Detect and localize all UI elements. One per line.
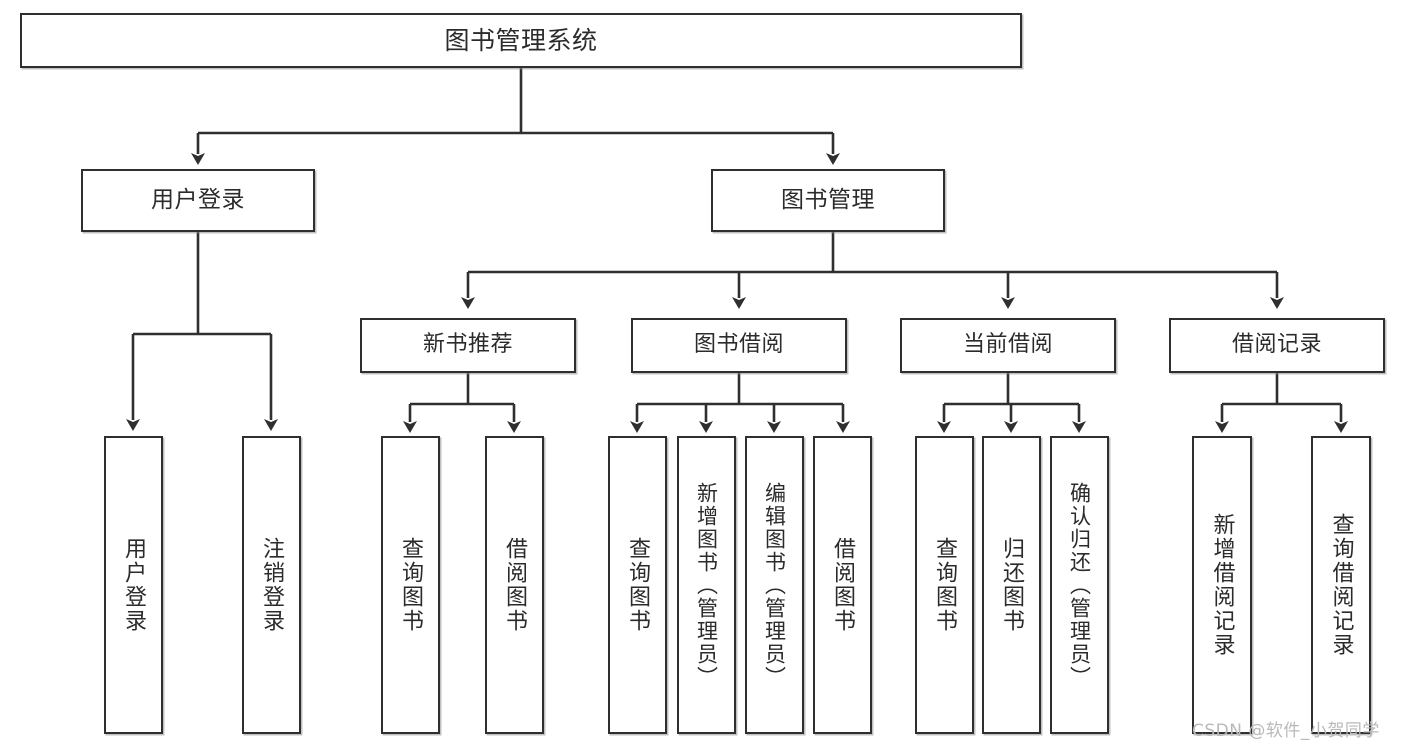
- leaf-record-query-borrow-record[interactable]: 查询借阅记录: [1311, 436, 1371, 734]
- node-label: 借阅记录: [1231, 332, 1322, 358]
- node-label: 借阅图书: [502, 537, 528, 633]
- node-user-login[interactable]: 用户登录: [81, 169, 315, 232]
- node-label: 图书管理系统: [444, 25, 598, 55]
- node-current-borrow[interactable]: 当前借阅: [900, 318, 1116, 373]
- leaf-borrow-borrow-book[interactable]: 借阅图书: [813, 436, 872, 734]
- node-book-borrow[interactable]: 图书借阅: [631, 318, 847, 373]
- node-label: 注销登录: [259, 537, 285, 633]
- leaf-borrow-query-book[interactable]: 查询图书: [608, 436, 667, 734]
- node-label: 归还图书: [999, 537, 1025, 633]
- leaf-borrow-add-book-admin[interactable]: 新增图书（管理员）: [677, 436, 736, 734]
- leaf-current-confirm-return-admin[interactable]: 确认归还（管理员）: [1050, 436, 1109, 734]
- leaf-recommend-borrow-book[interactable]: 借阅图书: [485, 436, 544, 734]
- node-label: 查询图书: [398, 537, 424, 633]
- csdn-watermark: CSDN @软件_小贺同学: [1192, 721, 1380, 741]
- leaf-borrow-edit-book-admin[interactable]: 编辑图书（管理员）: [745, 436, 804, 734]
- leaf-current-query-book[interactable]: 查询图书: [915, 436, 974, 734]
- node-label: 查询图书: [625, 537, 651, 633]
- node-label: 新增借阅记录: [1209, 513, 1235, 657]
- node-book-management[interactable]: 图书管理: [711, 169, 945, 232]
- node-root-system[interactable]: 图书管理系统: [20, 13, 1022, 68]
- leaf-logout[interactable]: 注销登录: [242, 436, 301, 734]
- node-label: 当前借阅: [962, 332, 1053, 358]
- node-label: 用户登录: [151, 186, 245, 213]
- leaf-record-add-borrow-record[interactable]: 新增借阅记录: [1192, 436, 1252, 734]
- node-label: 借阅图书: [830, 537, 856, 633]
- node-label: 编辑图书（管理员）: [762, 481, 787, 689]
- node-label: 新增图书（管理员）: [694, 481, 719, 689]
- node-label: 新书推荐: [422, 332, 513, 358]
- leaf-user-login[interactable]: 用户登录: [104, 436, 163, 734]
- node-borrow-record[interactable]: 借阅记录: [1169, 318, 1385, 373]
- node-label: 确认归还（管理员）: [1067, 481, 1092, 689]
- node-label: 图书借阅: [693, 332, 784, 358]
- leaf-current-return-book[interactable]: 归还图书: [982, 436, 1041, 734]
- node-label: 查询图书: [932, 537, 958, 633]
- node-label: 查询借阅记录: [1328, 513, 1354, 657]
- node-label: 图书管理: [781, 186, 875, 213]
- node-label: 用户登录: [121, 537, 147, 633]
- leaf-recommend-query-book[interactable]: 查询图书: [381, 436, 440, 734]
- node-new-book-recommend[interactable]: 新书推荐: [360, 318, 576, 373]
